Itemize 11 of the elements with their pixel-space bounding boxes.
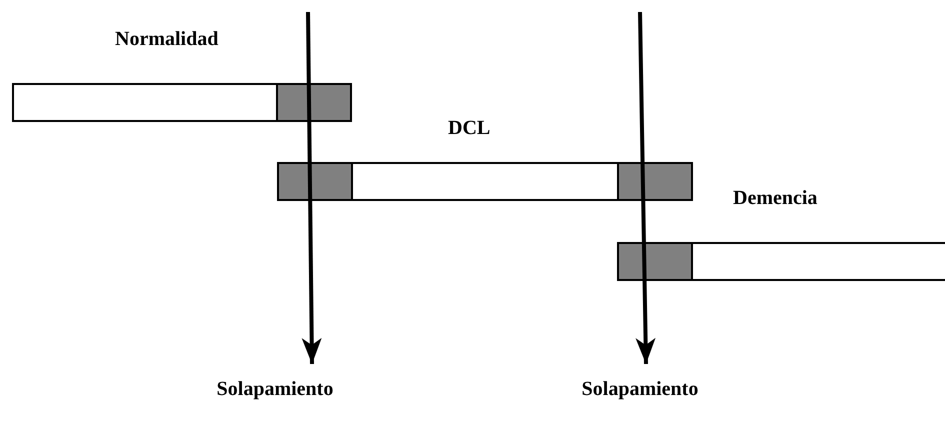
overlap-label: Solapamiento	[180, 364, 370, 404]
overlap-segment	[617, 242, 693, 281]
stage-label: DCL	[448, 117, 490, 140]
overlap-segment	[617, 162, 693, 201]
overlap-segment	[277, 162, 353, 201]
arrow	[636, 12, 656, 364]
overlap-label: Solapamiento	[545, 364, 735, 404]
arrow	[302, 12, 322, 364]
stage-label: Demencia	[733, 187, 818, 210]
overlap-segment	[276, 83, 352, 122]
stage-label: Normalidad	[115, 28, 218, 51]
